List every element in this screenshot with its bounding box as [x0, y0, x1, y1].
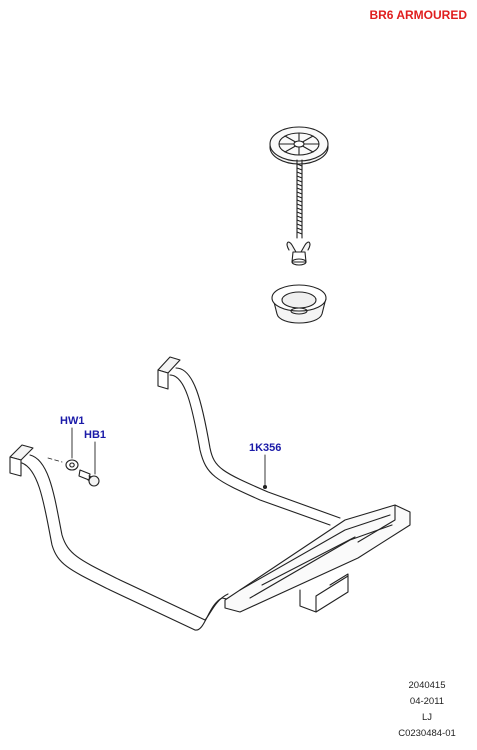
drawing-code: 2040415	[408, 680, 446, 691]
drawing-ref: C0230484-01	[398, 728, 456, 739]
clamp-wheel	[269, 126, 329, 165]
threaded-rod	[296, 159, 303, 239]
drawing-initials: LJ	[421, 712, 433, 723]
drawing-info: 2040415 04-2011 LJ C0230484-01	[387, 678, 467, 742]
washer-hw1	[47, 427, 79, 471]
drawing-date: 04-2011	[409, 696, 445, 707]
callout-hb1[interactable]: HB1	[84, 429, 107, 441]
wing-nut	[286, 241, 311, 266]
callout-hw1[interactable]: HW1	[60, 415, 85, 427]
bolt-hb1	[78, 441, 100, 487]
leader-1k356-dot	[262, 484, 268, 490]
diagram-title: BR6 ARMOURED	[369, 8, 467, 22]
cup-washer	[271, 284, 327, 324]
callout-1k356[interactable]: 1K356	[249, 442, 282, 454]
bracket-frame	[9, 356, 411, 631]
